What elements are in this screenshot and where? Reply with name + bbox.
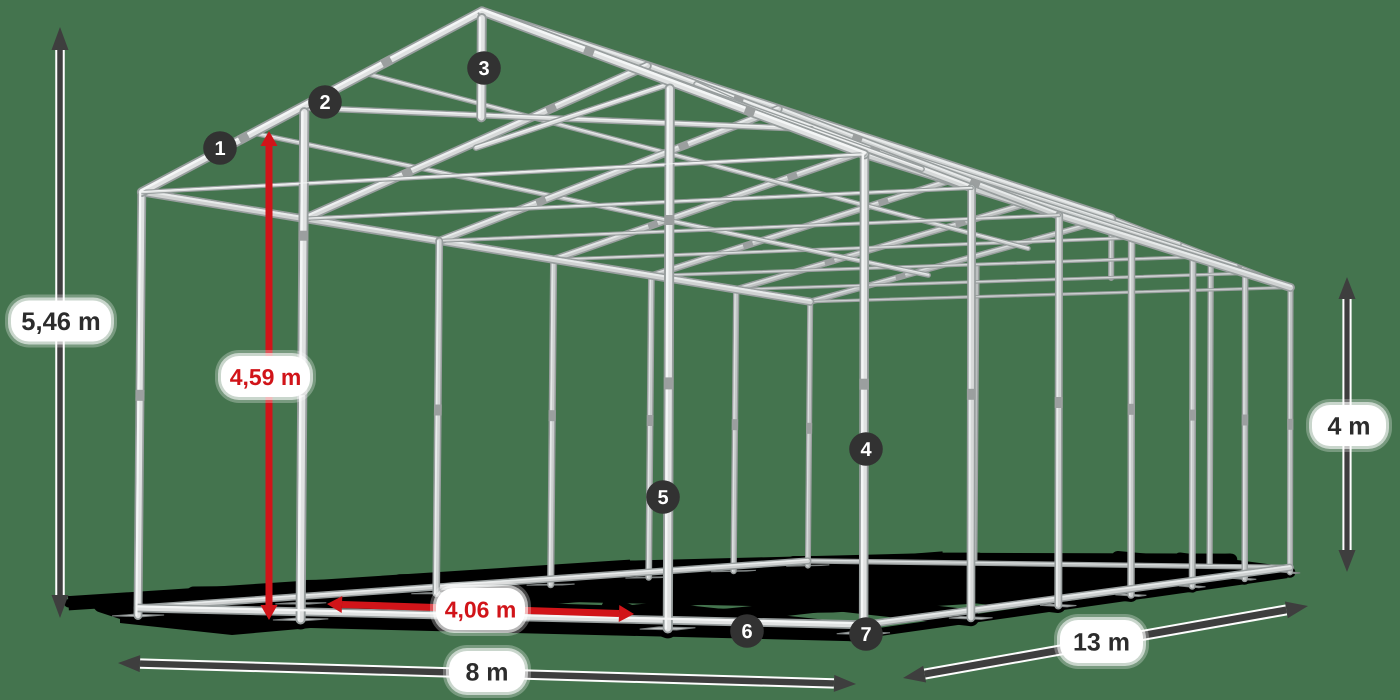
svg-text:4: 4 [860,439,872,461]
svg-text:4 m: 4 m [1327,413,1370,441]
svg-text:3: 3 [478,58,489,80]
svg-text:2: 2 [319,92,330,114]
svg-text:4,06 m: 4,06 m [445,596,517,622]
svg-text:5: 5 [657,487,668,509]
svg-text:13 m: 13 m [1073,629,1130,657]
svg-text:8 m: 8 m [465,659,508,687]
svg-text:5,46 m: 5,46 m [21,308,100,336]
svg-text:6: 6 [741,621,752,643]
svg-text:7: 7 [860,624,871,646]
svg-text:4,59 m: 4,59 m [230,364,302,390]
svg-text:1: 1 [214,138,225,160]
